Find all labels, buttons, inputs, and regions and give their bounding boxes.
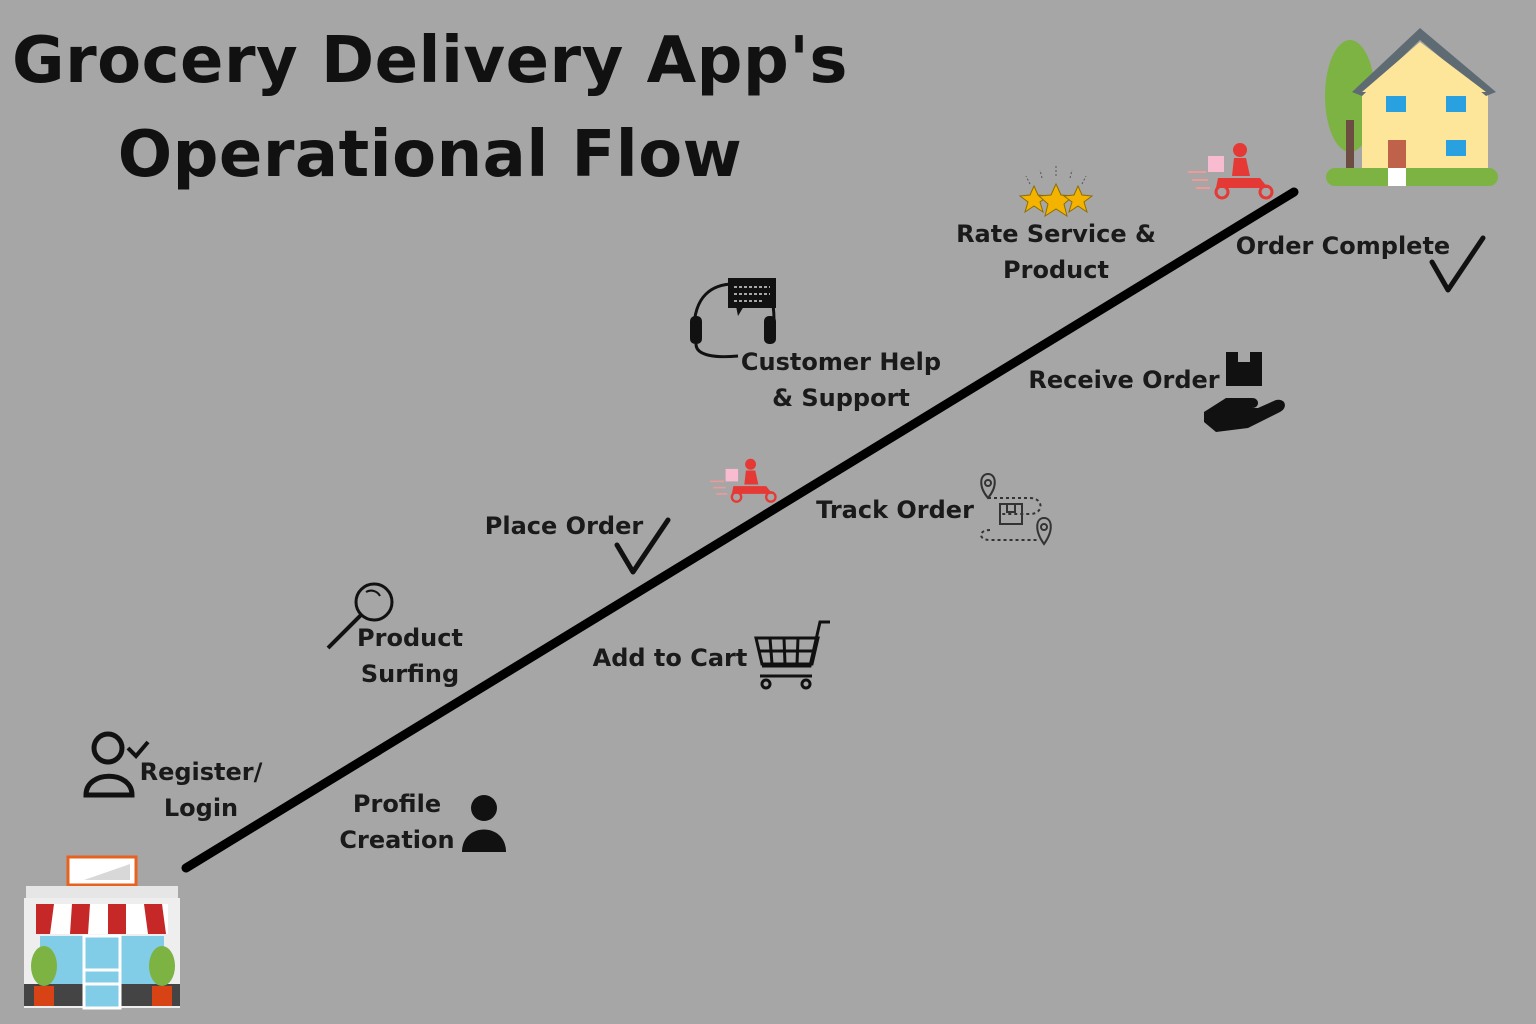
step-label-track: Track Order	[816, 496, 974, 524]
delivery-scooter-icon	[1188, 143, 1274, 200]
user-check-icon	[83, 731, 150, 798]
step-label-register: Register/ Login	[139, 758, 263, 822]
step-label-support: Customer Help & Support	[740, 348, 942, 412]
title-line-2: Operational Flow	[117, 118, 743, 192]
step-label-surfing: Product Surfing	[357, 624, 463, 688]
stars-icon	[1018, 166, 1094, 218]
magnifier-icon	[326, 582, 394, 650]
store-icon	[24, 855, 180, 1010]
step-label-complete: Order Complete	[1235, 232, 1451, 260]
headset-chat-icon	[690, 278, 776, 359]
step-label-receive: Receive Order	[1028, 366, 1220, 394]
step-label-place: Place Order	[484, 512, 644, 540]
step-label-cart: Add to Cart	[592, 644, 748, 672]
hand-box-icon	[1204, 352, 1285, 432]
title-line-1: Grocery Delivery App's	[12, 24, 848, 98]
delivery-scooter-icon	[710, 458, 777, 503]
checkmark-icon	[1429, 235, 1486, 293]
house-icon	[1325, 28, 1498, 186]
step-label-profile: Profile Creation	[339, 790, 455, 854]
route-map-icon	[980, 472, 1052, 546]
checkmark-icon	[614, 517, 671, 575]
shopping-cart-icon	[754, 620, 830, 690]
flow-line	[181, 187, 1299, 873]
page-title: Grocery Delivery App's Operational Flow	[0, 14, 860, 202]
step-label-rate: Rate Service & Product	[956, 220, 1156, 284]
person-icon	[462, 795, 506, 852]
